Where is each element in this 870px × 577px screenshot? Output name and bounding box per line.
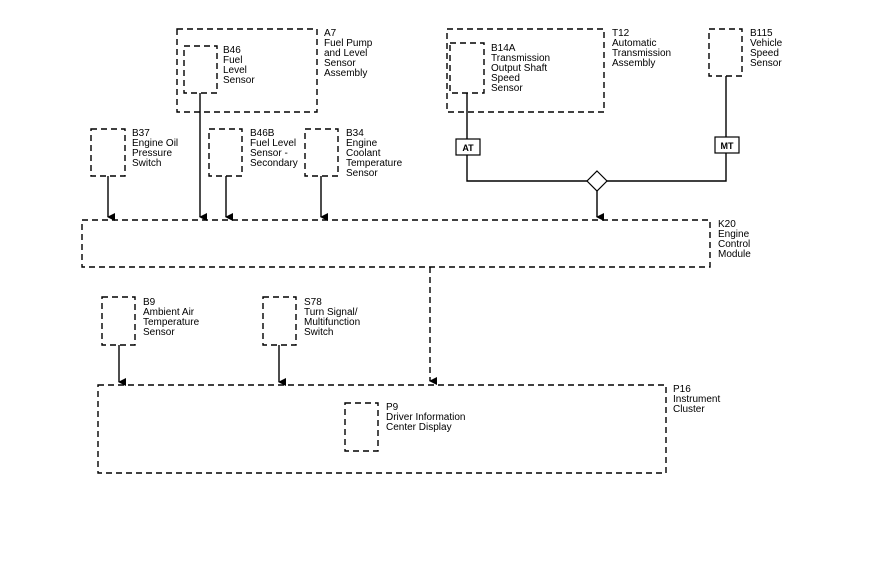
b37-engine-oil-pressure-switch-box (90, 128, 126, 177)
mt-option-tag (714, 136, 740, 154)
mt-option-text: MT (721, 141, 734, 151)
svg-text:Assembly: Assembly (612, 58, 655, 69)
b34-label: B34 Engine Coolant Temperature Sensor (346, 128, 403, 179)
svg-text:Sensor: Sensor (324, 58, 356, 69)
svg-text:Center Display: Center Display (386, 422, 452, 433)
svg-text:Transmission: Transmission (491, 53, 550, 64)
svg-text:Fuel Level: Fuel Level (250, 138, 296, 149)
s78-id: S78 (304, 297, 322, 308)
a7-fuel-pump-assembly-box (176, 28, 318, 113)
b14a-at-wire (466, 93, 587, 182)
svg-text:Driver Information: Driver Information (386, 412, 465, 423)
b9-id: B9 (143, 297, 156, 308)
b46-label: B46 Fuel Level Sensor (223, 45, 255, 86)
svg-text:Sensor -: Sensor - (250, 148, 288, 159)
b9-label: B9 Ambient Air Temperature Sensor (143, 297, 200, 338)
svg-text:and Level: and Level (324, 48, 367, 59)
t12-id: T12 (612, 28, 630, 39)
svg-text:Engine: Engine (346, 138, 378, 149)
svg-text:Automatic: Automatic (612, 38, 656, 49)
b14a-output-shaft-speed-sensor-box (449, 42, 485, 94)
svg-text:Sensor: Sensor (750, 58, 782, 69)
svg-text:Speed: Speed (750, 48, 779, 59)
p9-id: P9 (386, 402, 399, 413)
svg-text:Module: Module (718, 249, 751, 260)
b9-ambient-air-temperature-sensor-box (101, 296, 136, 346)
svg-text:Engine: Engine (718, 229, 750, 240)
b46-id: B46 (223, 45, 241, 56)
svg-text:Temperature: Temperature (143, 317, 200, 328)
b34-id: B34 (346, 128, 364, 139)
b14a-label: B14A Transmission Output Shaft Speed Sen… (491, 43, 550, 94)
svg-text:Turn Signal/: Turn Signal/ (304, 307, 358, 318)
svg-text:Secondary: Secondary (250, 158, 298, 169)
svg-text:Temperature: Temperature (346, 158, 403, 169)
b34-coolant-temperature-sensor-box (304, 128, 339, 177)
b46-fuel-level-sensor-box (183, 45, 218, 94)
b37-id: B37 (132, 128, 150, 139)
s78-label: S78 Turn Signal/ Multifunction Switch (304, 297, 360, 338)
svg-text:Vehicle: Vehicle (750, 38, 783, 49)
p9-label: P9 Driver Information Center Display (386, 402, 465, 433)
b46b-id: B46B (250, 128, 275, 139)
k20-id: K20 (718, 219, 736, 230)
at-option-text: AT (462, 143, 474, 153)
p16-id: P16 (673, 384, 691, 395)
b115-mt-wire (607, 76, 727, 182)
svg-text:Sensor: Sensor (491, 83, 523, 94)
svg-text:Level: Level (223, 65, 247, 76)
a7-label: A7 Fuel Pump and Level Sensor Assembly (324, 28, 373, 79)
k20-label: K20 Engine Control Module (718, 219, 751, 260)
svg-text:Switch: Switch (132, 158, 161, 169)
s78-turn-signal-switch-box (262, 296, 297, 346)
svg-text:Switch: Switch (304, 327, 333, 338)
svg-text:Transmission: Transmission (612, 48, 671, 59)
svg-text:Assembly: Assembly (324, 68, 367, 79)
b115-id: B115 (750, 28, 773, 39)
option-splice-diamond (586, 170, 608, 192)
svg-text:Multifunction: Multifunction (304, 317, 360, 328)
svg-text:Speed: Speed (491, 73, 520, 84)
svg-text:Engine Oil: Engine Oil (132, 138, 178, 149)
svg-text:Sensor: Sensor (223, 75, 255, 86)
svg-text:Control: Control (718, 239, 750, 250)
p9-driver-information-center-box (344, 402, 379, 452)
at-option-tag (455, 138, 481, 156)
k20-engine-control-module-box (81, 219, 711, 268)
svg-text:Sensor: Sensor (346, 168, 378, 179)
svg-text:Coolant: Coolant (346, 148, 381, 159)
b46b-fuel-level-sensor-secondary-box (208, 128, 243, 177)
t12-label: T12 Automatic Transmission Assembly (612, 28, 671, 69)
svg-text:Cluster: Cluster (673, 404, 705, 415)
svg-text:Sensor: Sensor (143, 327, 175, 338)
p16-instrument-cluster-box (97, 384, 667, 474)
b46b-label: B46B Fuel Level Sensor - Secondary (250, 128, 298, 169)
svg-text:Pressure: Pressure (132, 148, 172, 159)
a7-id: A7 (324, 28, 337, 39)
svg-text:Ambient Air: Ambient Air (143, 307, 195, 318)
b14a-id: B14A (491, 43, 516, 54)
p16-label: P16 Instrument Cluster (673, 384, 720, 415)
svg-text:Fuel Pump: Fuel Pump (324, 38, 373, 49)
b115-vehicle-speed-sensor-box (708, 28, 743, 77)
svg-text:Fuel: Fuel (223, 55, 242, 66)
b37-label: B37 Engine Oil Pressure Switch (132, 128, 178, 169)
svg-text:Output Shaft: Output Shaft (491, 63, 547, 74)
b115-label: B115 Vehicle Speed Sensor (750, 28, 783, 69)
svg-text:Instrument: Instrument (673, 394, 720, 405)
